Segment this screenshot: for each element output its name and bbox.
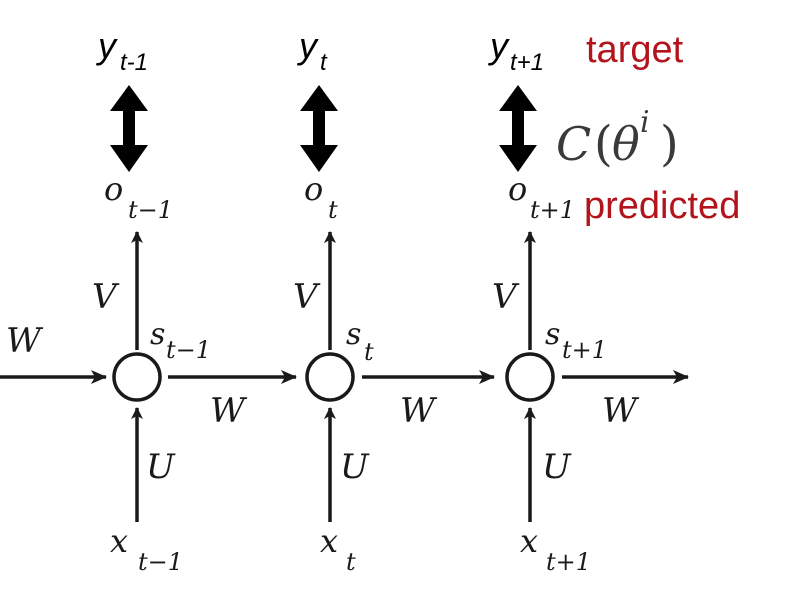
- svg-text:t−1: t−1: [138, 548, 183, 576]
- svg-text:t: t: [364, 338, 374, 366]
- state-label-3: s t+1: [545, 317, 607, 364]
- u-label-3: U: [542, 447, 572, 487]
- output-label-2: o t: [304, 170, 338, 224]
- svg-text:t: t: [328, 196, 338, 224]
- output-label-1: o t−1: [104, 170, 173, 224]
- w-label-1: W: [210, 391, 248, 431]
- timestep-1: V U s t−1 x t−1 o t−1 y t-1: [92, 25, 211, 576]
- svg-text:o: o: [508, 170, 527, 208]
- predicted-annotation: predicted: [584, 185, 740, 227]
- recurrent-connections: W W W W: [0, 321, 689, 431]
- v-label-2: V: [293, 277, 321, 317]
- svg-text:C: C: [556, 117, 591, 171]
- svg-text:t−1: t−1: [128, 196, 173, 224]
- svg-text:t+1: t+1: [546, 548, 591, 576]
- svg-text:o: o: [304, 170, 323, 208]
- input-label-1: x t−1: [110, 522, 183, 576]
- v-label-1: V: [92, 277, 120, 317]
- svg-text:t+1: t+1: [510, 49, 544, 76]
- cost-function-label: C ( θ i ): [556, 105, 679, 172]
- u-label-2: U: [340, 447, 370, 487]
- svg-text:t-1: t-1: [120, 49, 148, 76]
- svg-text:x: x: [520, 522, 538, 560]
- svg-text:t+1: t+1: [562, 336, 607, 364]
- target-label-1: y t-1: [95, 25, 148, 76]
- w-label-2: W: [400, 391, 438, 431]
- target-label-2: y t: [296, 25, 328, 76]
- timestep-3: V U s t+1 x t+1 o t+1 y t+1: [487, 25, 607, 576]
- double-headed-arrow-icon: [499, 85, 537, 172]
- svg-text:y: y: [296, 25, 319, 66]
- u-label-1: U: [146, 447, 176, 487]
- state-label-2: s t: [346, 317, 374, 366]
- w-label-3: W: [602, 391, 640, 431]
- double-headed-arrow-icon: [300, 85, 338, 172]
- svg-text:t: t: [346, 548, 356, 576]
- svg-text:s: s: [346, 317, 361, 352]
- double-headed-arrow-icon: [110, 85, 148, 172]
- svg-text:x: x: [320, 522, 338, 560]
- state-label-1: s t−1: [150, 317, 211, 364]
- svg-text:y: y: [487, 25, 510, 66]
- input-label-3: x t+1: [520, 522, 591, 576]
- target-label-3: y t+1: [487, 25, 544, 76]
- hidden-state-node-1: [112, 352, 162, 402]
- svg-text:o: o: [104, 170, 123, 208]
- target-annotation: target: [586, 29, 684, 71]
- hidden-state-node-2: [305, 352, 355, 402]
- svg-text:y: y: [95, 25, 118, 66]
- incoming-w-label: W: [6, 321, 44, 361]
- svg-text:s: s: [150, 317, 165, 352]
- v-label-3: V: [492, 277, 520, 317]
- svg-text:t−1: t−1: [166, 336, 211, 364]
- hidden-state-node-3: [505, 352, 555, 402]
- svg-text:θ: θ: [612, 117, 640, 171]
- svg-text:x: x: [110, 522, 128, 560]
- svg-text:): ): [660, 116, 679, 172]
- svg-text:s: s: [545, 317, 560, 352]
- svg-text:t+1: t+1: [530, 196, 575, 224]
- output-label-3: o t+1: [508, 170, 575, 224]
- svg-text:(: (: [594, 116, 613, 172]
- timestep-2: V U s t x t o t y t: [293, 25, 374, 576]
- input-label-2: x t: [320, 522, 356, 576]
- svg-text:i: i: [640, 105, 650, 140]
- svg-text:t: t: [320, 49, 328, 76]
